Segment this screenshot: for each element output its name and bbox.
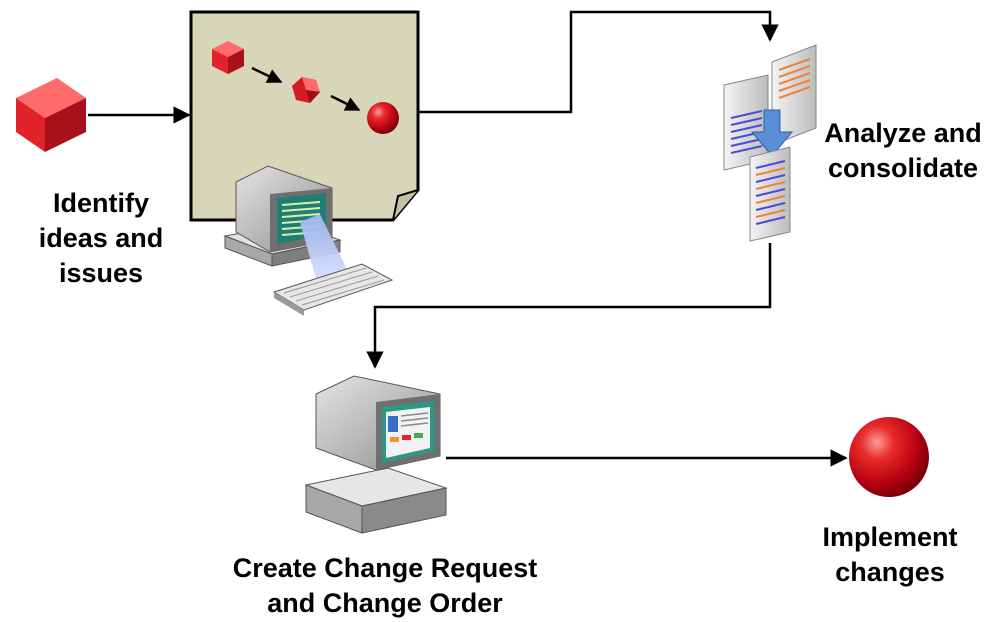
label-analyze: Analyze and consolidate	[808, 116, 998, 186]
label-identify-line3: issues	[58, 258, 144, 288]
label-implement-line2: changes	[835, 557, 945, 587]
arrow-documents-to-create	[366, 243, 772, 369]
mini-sphere-icon	[367, 102, 399, 134]
mini-arrow-2	[330, 94, 361, 112]
label-identify-line1: Identify	[52, 188, 149, 218]
label-create-line2: and Change Order	[267, 588, 503, 618]
label-identify: Identify ideas and issues	[36, 186, 166, 291]
arrow-note-to-documents	[418, 10, 779, 114]
label-analyze-line1: Analyze and	[824, 118, 982, 148]
red-sphere-icon	[849, 417, 929, 497]
red-cube-icon	[16, 78, 86, 152]
label-implement-line1: Implement	[822, 522, 958, 552]
mini-polyhedron-icon	[292, 77, 320, 103]
computer-icon	[223, 165, 394, 316]
mini-arrow-1	[251, 66, 283, 84]
label-implement: Implement changes	[800, 520, 980, 590]
documents-icon	[723, 44, 817, 242]
connectors	[88, 10, 848, 467]
computer-icon	[304, 375, 448, 534]
label-create-line1: Create Change Request	[232, 553, 538, 583]
label-analyze-line2: consolidate	[827, 153, 979, 183]
label-identify-line2: ideas and	[38, 223, 164, 253]
merge-arrow-icon	[750, 109, 794, 157]
sticky-note-icon	[189, 10, 420, 222]
mini-cube-icon	[212, 41, 244, 74]
label-create: Create Change Request and Change Order	[190, 551, 580, 621]
